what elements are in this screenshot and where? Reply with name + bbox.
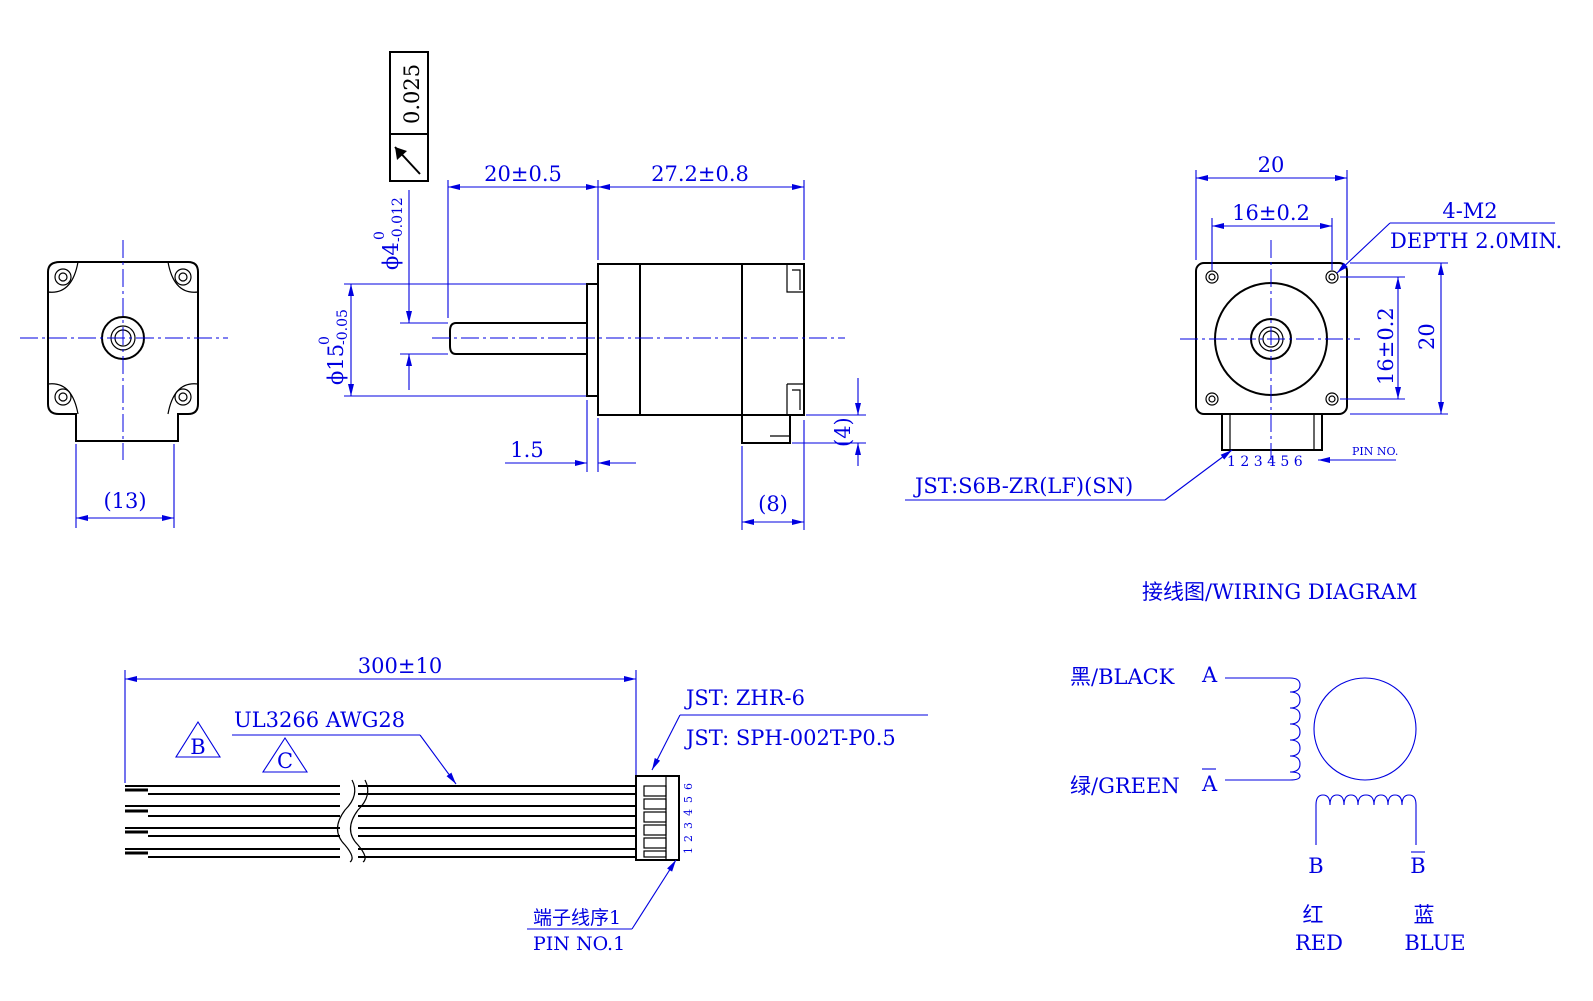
terminal-b: B [1308, 854, 1323, 878]
connector-housing [635, 775, 680, 861]
svg-text:0: 0 [372, 231, 388, 240]
wiring-diagram: 接线图/WIRING DIAGRAM 黑/BLACK 绿/GREEN A A B… [1070, 580, 1466, 955]
svg-text:-0.05: -0.05 [335, 309, 351, 345]
pilot-diameter-dim: ϕ15 0 -0.05 [317, 309, 351, 385]
cable-length-dim: 300±10 [358, 654, 442, 678]
revision-b-mark: B [190, 735, 205, 759]
black-wire-label: 黑/BLACK [1070, 665, 1175, 689]
connector-length-dim: (8) [758, 492, 788, 516]
svg-text:ϕ4: ϕ4 [379, 242, 403, 270]
rear-view: 20 16±0.2 4-M2 DEPTH 2.0MIN. 16±0.2 20 1… [905, 153, 1562, 501]
terminal-a: A [1201, 663, 1218, 687]
green-wire-label: 绿/GREEN [1070, 774, 1180, 798]
svg-text:5: 5 [682, 796, 695, 803]
red-wire-cn: 红 [1303, 903, 1324, 927]
wires [125, 779, 636, 863]
arrow-icon [395, 147, 407, 160]
rear-width-dim: 20 [1258, 153, 1285, 177]
red-wire-en: RED [1295, 931, 1343, 955]
terminal-b-bar: B [1410, 854, 1425, 878]
pin-order-cn: 端子线序1 [533, 907, 621, 929]
runout-value: 0.025 [400, 64, 424, 124]
rear-pin-numbers: 1 2 3 4 5 6 [1227, 454, 1303, 470]
blue-wire-cn: 蓝 [1414, 903, 1435, 927]
hole-note-depth: DEPTH 2.0MIN. [1390, 229, 1562, 253]
svg-text:-0.012: -0.012 [390, 197, 406, 242]
svg-text:2: 2 [682, 835, 695, 842]
front-view: (13) [20, 240, 228, 528]
svg-text:0: 0 [317, 336, 333, 345]
flange-width-label: (13) [103, 489, 146, 513]
pin-no-label: PIN NO. [1352, 445, 1398, 458]
terminal-label: JST: SPH-002T-P0.5 [684, 726, 896, 750]
blue-wire-en: BLUE [1404, 931, 1465, 955]
cable-view: 300±10 [124, 654, 928, 955]
pin-order-en: PIN NO.1 [533, 933, 625, 955]
cable-pin-digits: 1 2 3 4 5 6 [682, 783, 695, 854]
hole-note-thread: 4-M2 [1442, 199, 1497, 223]
wiring-title: 接线图/WIRING DIAGRAM [1142, 580, 1417, 604]
shaft-diameter-dim: ϕ4 0 -0.012 [372, 197, 406, 270]
svg-text:ϕ15: ϕ15 [324, 344, 348, 385]
revision-c-mark: C [277, 749, 293, 773]
hole-spacing-h-dim: 16±0.2 [1232, 201, 1310, 225]
wire-spec-label: UL3266 AWG28 [234, 708, 405, 732]
svg-text:4: 4 [682, 809, 695, 816]
pilot-height-dim: 1.5 [510, 438, 543, 462]
svg-text:3: 3 [682, 822, 695, 829]
svg-text:1: 1 [682, 847, 695, 854]
rear-connector-label: JST:S6B-ZR(LF)(SN) [913, 474, 1133, 498]
body-length-dim: 27.2±0.8 [651, 162, 749, 186]
housing-label: JST: ZHR-6 [684, 686, 805, 710]
rear-height-dim: 20 [1415, 323, 1439, 350]
side-view: 20±0.5 27.2±0.8 ϕ4 0 -0.012 ϕ15 0 -0.05 … [317, 51, 866, 530]
shaft-length-dim: 20±0.5 [484, 162, 562, 186]
runout-tolerance-frame: 0.025 [389, 51, 429, 182]
hole-spacing-v-dim: 16±0.2 [1374, 307, 1398, 385]
svg-text:6: 6 [682, 783, 695, 790]
connector-height-dim: (4) [831, 417, 855, 447]
rotor-circle [1313, 677, 1417, 781]
terminal-a-bar: A [1201, 772, 1218, 796]
